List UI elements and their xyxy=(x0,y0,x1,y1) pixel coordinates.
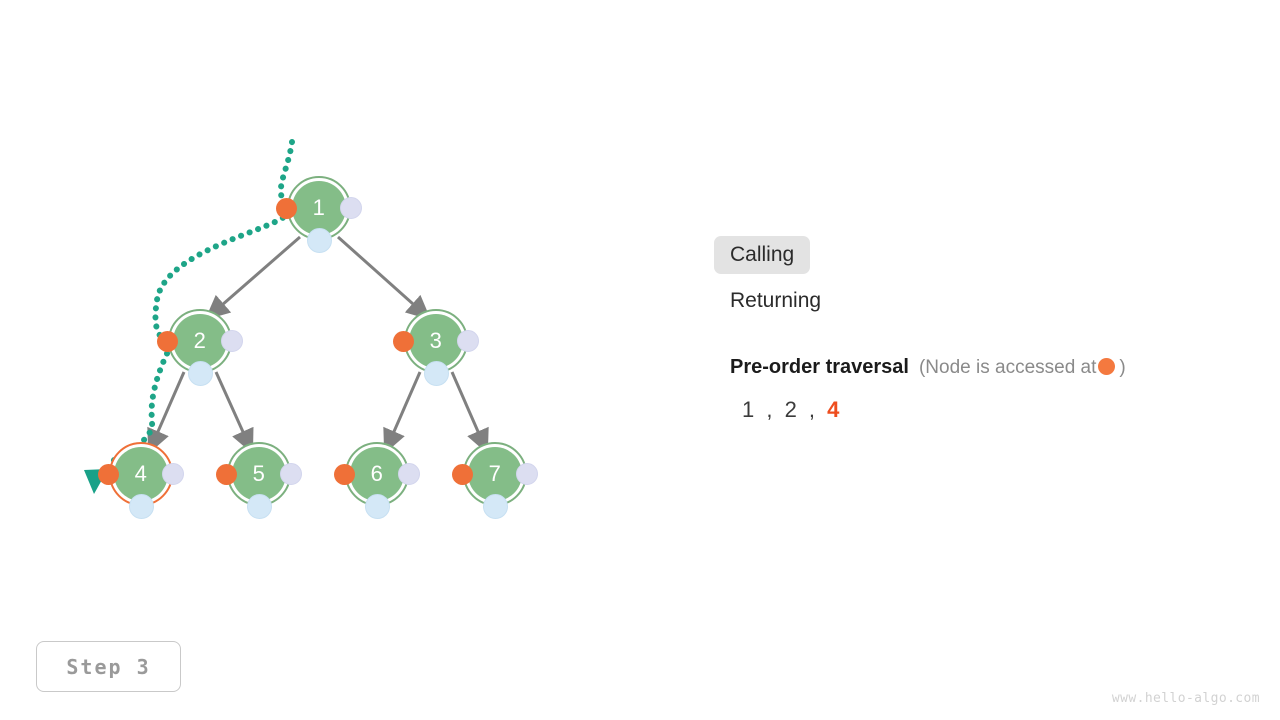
traversal-title: Pre-order traversal xyxy=(730,356,909,378)
tree-node-3[interactable]: 3 xyxy=(393,309,479,386)
state-returning-label: Returning xyxy=(730,289,822,312)
node-access-dot-icon xyxy=(393,331,414,352)
traversal-current-value: 4 xyxy=(827,397,843,422)
tree-node-2[interactable]: 2 xyxy=(157,309,243,386)
node-label: 4 xyxy=(114,447,168,501)
tree-edges-and-path xyxy=(84,139,489,494)
edge-2-4 xyxy=(147,371,186,454)
access-dot-legend-icon xyxy=(1098,358,1116,375)
node-bottom-dot-icon xyxy=(365,494,390,519)
node-bottom-dot-icon xyxy=(129,494,154,519)
traversal-visited-values: 1 , 2 , xyxy=(742,397,819,422)
node-bottom-dot-icon xyxy=(483,494,508,519)
state-returning-row: Returning xyxy=(714,274,1254,320)
edge-1-2 xyxy=(204,235,301,320)
node-label: 6 xyxy=(350,447,404,501)
traversal-heading: Pre-order traversal (Node is accessed at) xyxy=(714,357,1254,377)
tree-node-4[interactable]: 4 xyxy=(98,442,184,519)
node-access-dot-icon xyxy=(157,331,178,352)
node-right-dot-icon xyxy=(280,463,302,485)
node-right-dot-icon xyxy=(221,330,243,352)
node-label: 3 xyxy=(409,314,463,368)
binary-tree-diagram: 1 2 3 4 5 6 7 xyxy=(0,0,700,620)
tree-node-1[interactable]: 1 xyxy=(276,176,362,253)
node-right-dot-icon xyxy=(162,463,184,485)
edge-3-7 xyxy=(450,371,489,454)
step-badge: Step 3 xyxy=(36,641,181,692)
edge-1-3 xyxy=(337,235,431,320)
node-label: 2 xyxy=(173,314,227,368)
state-calling-row: Calling xyxy=(714,236,1254,274)
legend-panel: Calling Returning Pre-order traversal (No… xyxy=(714,236,1254,421)
node-bottom-dot-icon xyxy=(188,361,213,386)
node-access-dot-icon xyxy=(276,198,297,219)
edge-2-5 xyxy=(214,371,254,454)
tree-node-6[interactable]: 6 xyxy=(334,442,420,519)
traversal-note-prefix: (Node is accessed at xyxy=(918,357,1097,378)
traversal-note-suffix: ) xyxy=(1119,357,1126,378)
node-bottom-dot-icon xyxy=(424,361,449,386)
node-right-dot-icon xyxy=(516,463,538,485)
step-label: Step 3 xyxy=(66,654,151,679)
node-right-dot-icon xyxy=(457,330,479,352)
tree-node-7[interactable]: 7 xyxy=(452,442,538,519)
recursion-call-path xyxy=(104,139,295,477)
node-right-dot-icon xyxy=(398,463,420,485)
node-bottom-dot-icon xyxy=(247,494,272,519)
traversal-sequence: 1 , 2 , 4 xyxy=(714,399,1254,421)
node-access-dot-icon xyxy=(216,464,237,485)
node-right-dot-icon xyxy=(340,197,362,219)
site-watermark: www.hello-algo.com xyxy=(1111,691,1260,706)
node-label: 5 xyxy=(232,447,286,501)
state-calling-badge: Calling xyxy=(714,236,811,274)
edge-group xyxy=(147,235,489,454)
node-access-dot-icon xyxy=(334,464,355,485)
node-label: 1 xyxy=(292,181,346,235)
node-label: 7 xyxy=(468,447,522,501)
node-bottom-dot-icon xyxy=(307,228,332,253)
tree-node-5[interactable]: 5 xyxy=(216,442,302,519)
node-access-dot-icon xyxy=(452,464,473,485)
node-access-dot-icon xyxy=(98,464,119,485)
edge-3-6 xyxy=(383,371,422,454)
